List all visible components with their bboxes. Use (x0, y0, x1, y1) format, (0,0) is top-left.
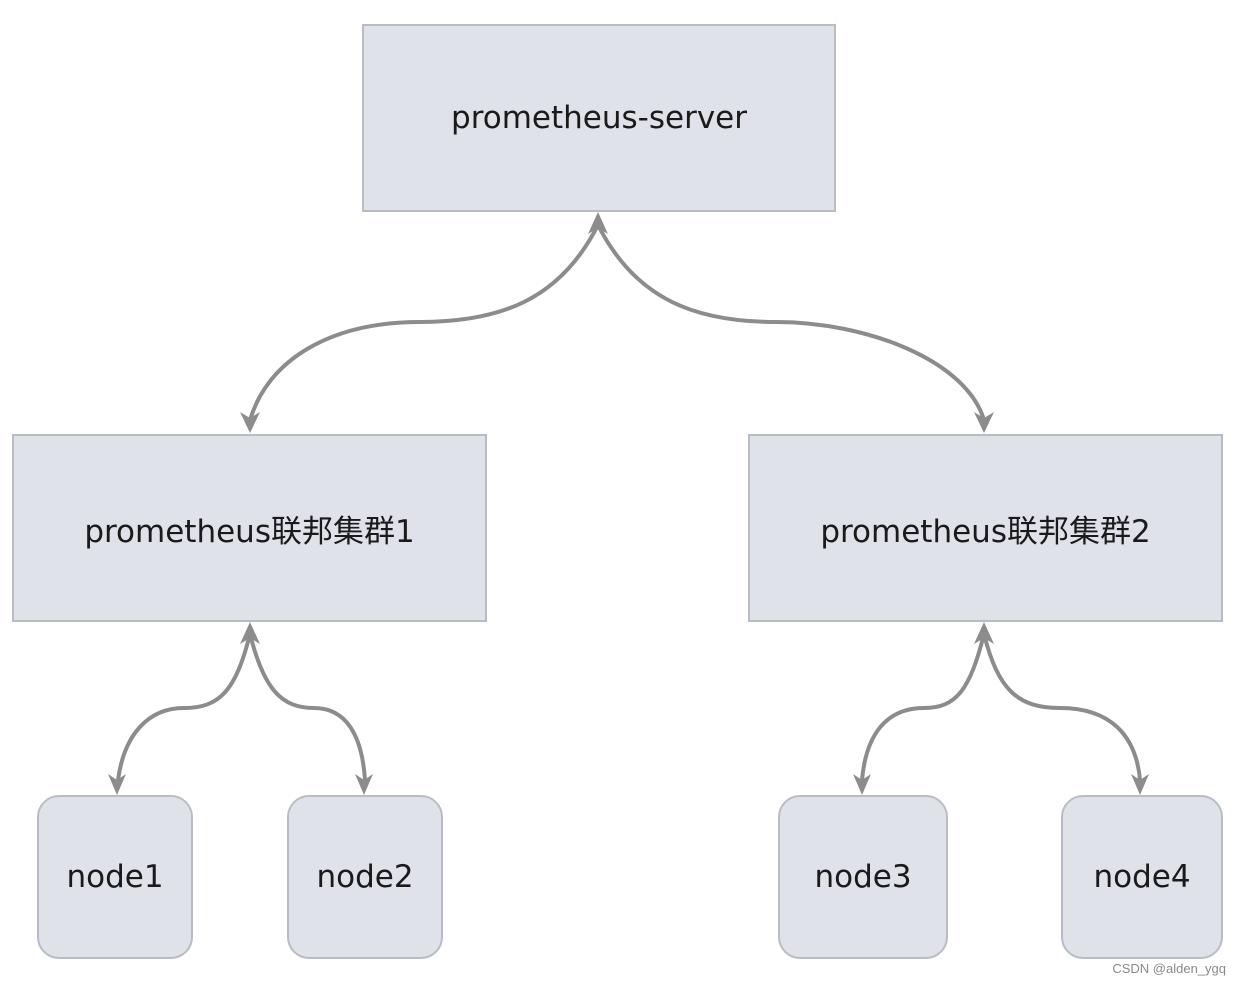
arrowhead-cluster1-bottom (240, 622, 260, 644)
server-box: prometheus-server (362, 24, 836, 212)
connector-cluster1-node1 (116, 632, 252, 782)
arrowhead-node2-top (355, 774, 373, 795)
arrowhead-cluster2-top (974, 412, 994, 433)
node3-label: node3 (814, 859, 912, 895)
arrowhead-node4-top (1131, 774, 1149, 795)
node4-box: node4 (1061, 795, 1223, 959)
connector-server-cluster1 (248, 223, 600, 422)
node3-box: node3 (778, 795, 948, 959)
node1-label: node1 (66, 859, 164, 895)
node2-label: node2 (316, 859, 414, 895)
cluster2-label: prometheus联邦集群2 (820, 513, 1151, 550)
arrowhead-cluster1-top (240, 412, 260, 433)
node4-label: node4 (1093, 859, 1191, 895)
watermark-text: CSDN @alden_ygq (1112, 961, 1226, 976)
cluster2-box: prometheus联邦集群2 (748, 434, 1223, 622)
cluster1-label: prometheus联邦集群1 (84, 513, 415, 550)
connector-cluster1-node2 (248, 632, 367, 782)
arrowhead-cluster2-bottom (974, 622, 994, 644)
connector-cluster2-node3 (860, 632, 986, 782)
node1-box: node1 (37, 795, 193, 959)
arrowhead-server-bottom (588, 212, 608, 234)
connector-server-cluster2 (596, 223, 986, 422)
arrowhead-node3-top (853, 774, 871, 795)
connector-cluster2-node4 (982, 632, 1142, 782)
server-label: prometheus-server (451, 100, 747, 136)
arrowhead-node1-top (108, 774, 126, 795)
node2-box: node2 (287, 795, 443, 959)
cluster1-box: prometheus联邦集群1 (12, 434, 487, 622)
